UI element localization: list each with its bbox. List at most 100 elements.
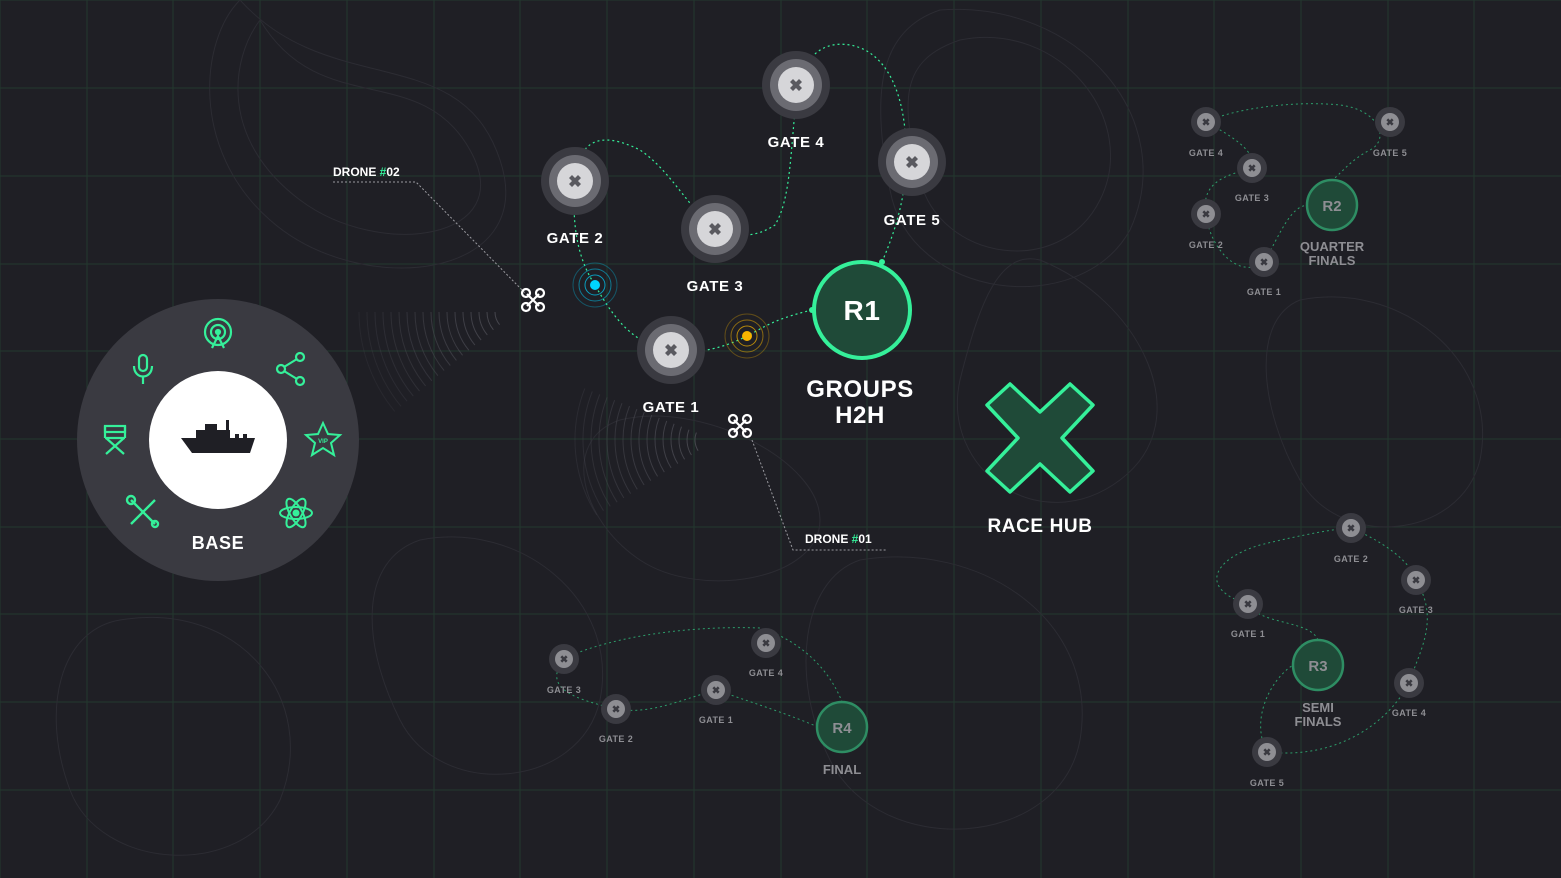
r2-gate-3[interactable]: GATE 3 xyxy=(1235,153,1269,203)
r3-gate-4[interactable]: GATE 4 xyxy=(1392,668,1426,718)
x-logo-icon xyxy=(985,382,1095,494)
svg-text:GATE 2: GATE 2 xyxy=(547,230,604,247)
r3-track xyxy=(1216,527,1428,754)
svg-text:R1: R1 xyxy=(844,295,881,326)
atom-icon[interactable] xyxy=(279,496,313,530)
ripple-arc xyxy=(646,414,659,477)
ripple-arc xyxy=(470,311,482,341)
drone-leaders xyxy=(333,181,886,551)
ripple-arc xyxy=(486,311,494,331)
svg-text:R2: R2 xyxy=(1322,198,1341,215)
microphone-icon[interactable] xyxy=(132,353,154,384)
ripple-arc xyxy=(678,426,686,460)
director-chair-icon[interactable] xyxy=(103,424,127,455)
ripple-arc xyxy=(366,311,402,407)
drone-02-position-marker xyxy=(572,262,618,308)
ripple-arc xyxy=(590,394,611,507)
ship-icon xyxy=(181,420,255,453)
r3-gate-2[interactable]: GATE 2 xyxy=(1334,513,1368,564)
svg-text:GATE 1: GATE 1 xyxy=(1247,287,1281,297)
ripple-arc xyxy=(574,388,598,516)
svg-text:GROUPS: GROUPS xyxy=(806,376,914,403)
r2-gate-2[interactable]: GATE 2 xyxy=(1189,199,1223,250)
svg-text:GATE 5: GATE 5 xyxy=(884,212,941,229)
drone-02-label: DRONE #02 xyxy=(333,165,400,179)
r3-gate-5[interactable]: GATE 5 xyxy=(1250,737,1284,788)
ripple-arc xyxy=(638,411,652,481)
ripple-arc xyxy=(374,311,408,402)
topographic-contours xyxy=(55,0,1483,856)
svg-text:GATE 2: GATE 2 xyxy=(1334,554,1368,564)
r1-gate-5[interactable]: GATE 5 xyxy=(878,128,946,229)
base-station[interactable]: BASE VIP xyxy=(77,299,359,581)
r4-round-badge[interactable]: R4 FINAL xyxy=(815,700,869,777)
r4-gate-1[interactable]: GATE 1 xyxy=(699,675,733,725)
svg-text:GATE 4: GATE 4 xyxy=(1392,708,1426,718)
base-label: BASE xyxy=(192,533,244,553)
drone-icon xyxy=(727,413,753,439)
r4-gate-3[interactable]: GATE 3 xyxy=(547,644,581,695)
svg-text:GATE 4: GATE 4 xyxy=(1189,148,1223,158)
ripple-arc xyxy=(446,311,463,356)
wrench-icon[interactable] xyxy=(125,494,160,529)
svg-text:FINALS: FINALS xyxy=(1309,253,1356,268)
r2-round-badge[interactable]: R2 QUARTER FINALS xyxy=(1300,178,1365,268)
antenna-icon[interactable] xyxy=(203,317,233,349)
ripple-arc xyxy=(614,403,632,494)
ripple-arc xyxy=(406,311,433,382)
svg-text:H2H: H2H xyxy=(835,402,885,429)
ripple-arc xyxy=(686,429,692,456)
ripple-arc xyxy=(654,417,665,473)
ripple-arc xyxy=(662,420,672,469)
r1-gate-4[interactable]: GATE 4 xyxy=(762,51,830,151)
svg-text:R3: R3 xyxy=(1308,658,1327,675)
svg-text:R4: R4 xyxy=(832,720,852,737)
ripple-arc xyxy=(494,311,501,326)
ripple-arc xyxy=(606,400,625,499)
r1-gate-3[interactable]: GATE 3 xyxy=(681,195,749,295)
svg-text:GATE 2: GATE 2 xyxy=(1189,240,1223,250)
r4-gate-2[interactable]: GATE 2 xyxy=(599,694,633,744)
ripple-arc xyxy=(390,311,420,392)
ripple-arc xyxy=(398,311,426,387)
ripple-arc xyxy=(430,311,451,366)
drone-02[interactable]: DRONE #02 xyxy=(333,165,546,313)
ripple-arc xyxy=(598,397,618,503)
r2-gate-4[interactable]: GATE 4 xyxy=(1189,107,1223,158)
r4-gate-4[interactable]: GATE 4 xyxy=(749,628,783,678)
svg-text:VIP: VIP xyxy=(318,439,328,445)
signal-ripples xyxy=(358,311,699,516)
vip-star-icon[interactable]: VIP xyxy=(303,420,343,458)
race-hub-label: RACE HUB xyxy=(987,516,1092,537)
ripple-arc xyxy=(694,432,699,451)
r3-round-badge[interactable]: R3 SEMI FINALS xyxy=(1291,638,1345,729)
r3-gate-1[interactable]: GATE 1 xyxy=(1231,589,1265,639)
r2-track xyxy=(1204,103,1381,268)
ripple-arc xyxy=(670,423,679,464)
svg-text:GATE 2: GATE 2 xyxy=(599,734,633,744)
r1-round-badge[interactable]: R1 GROUPS H2H xyxy=(806,259,914,429)
r1-gate-1[interactable]: GATE 1 xyxy=(637,316,705,416)
svg-text:GATE 4: GATE 4 xyxy=(768,134,825,151)
svg-text:QUARTER: QUARTER xyxy=(1300,239,1365,254)
svg-text:GATE 4: GATE 4 xyxy=(749,668,783,678)
r2-gate-5[interactable]: GATE 5 xyxy=(1373,107,1407,158)
ripple-arc xyxy=(422,311,445,371)
race-hub[interactable]: RACE HUB xyxy=(985,382,1095,537)
svg-text:GATE 5: GATE 5 xyxy=(1250,778,1284,788)
ripple-arc xyxy=(622,405,638,490)
svg-text:GATE 1: GATE 1 xyxy=(643,399,700,416)
drone-01[interactable]: DRONE #01 xyxy=(727,413,872,546)
share-icon[interactable] xyxy=(275,351,306,387)
r3-gate-3[interactable]: GATE 3 xyxy=(1399,565,1433,615)
ripple-arc xyxy=(478,311,488,336)
r4-track xyxy=(556,627,843,728)
r1-gate-2[interactable]: GATE 2 xyxy=(541,147,609,247)
svg-text:GATE 3: GATE 3 xyxy=(687,278,744,295)
ripple-arc xyxy=(414,311,439,377)
r2-gate-1[interactable]: GATE 1 xyxy=(1247,247,1281,297)
drone-icon xyxy=(520,287,546,313)
drone-01-position-marker xyxy=(724,313,770,359)
svg-text:GATE 3: GATE 3 xyxy=(547,685,581,695)
